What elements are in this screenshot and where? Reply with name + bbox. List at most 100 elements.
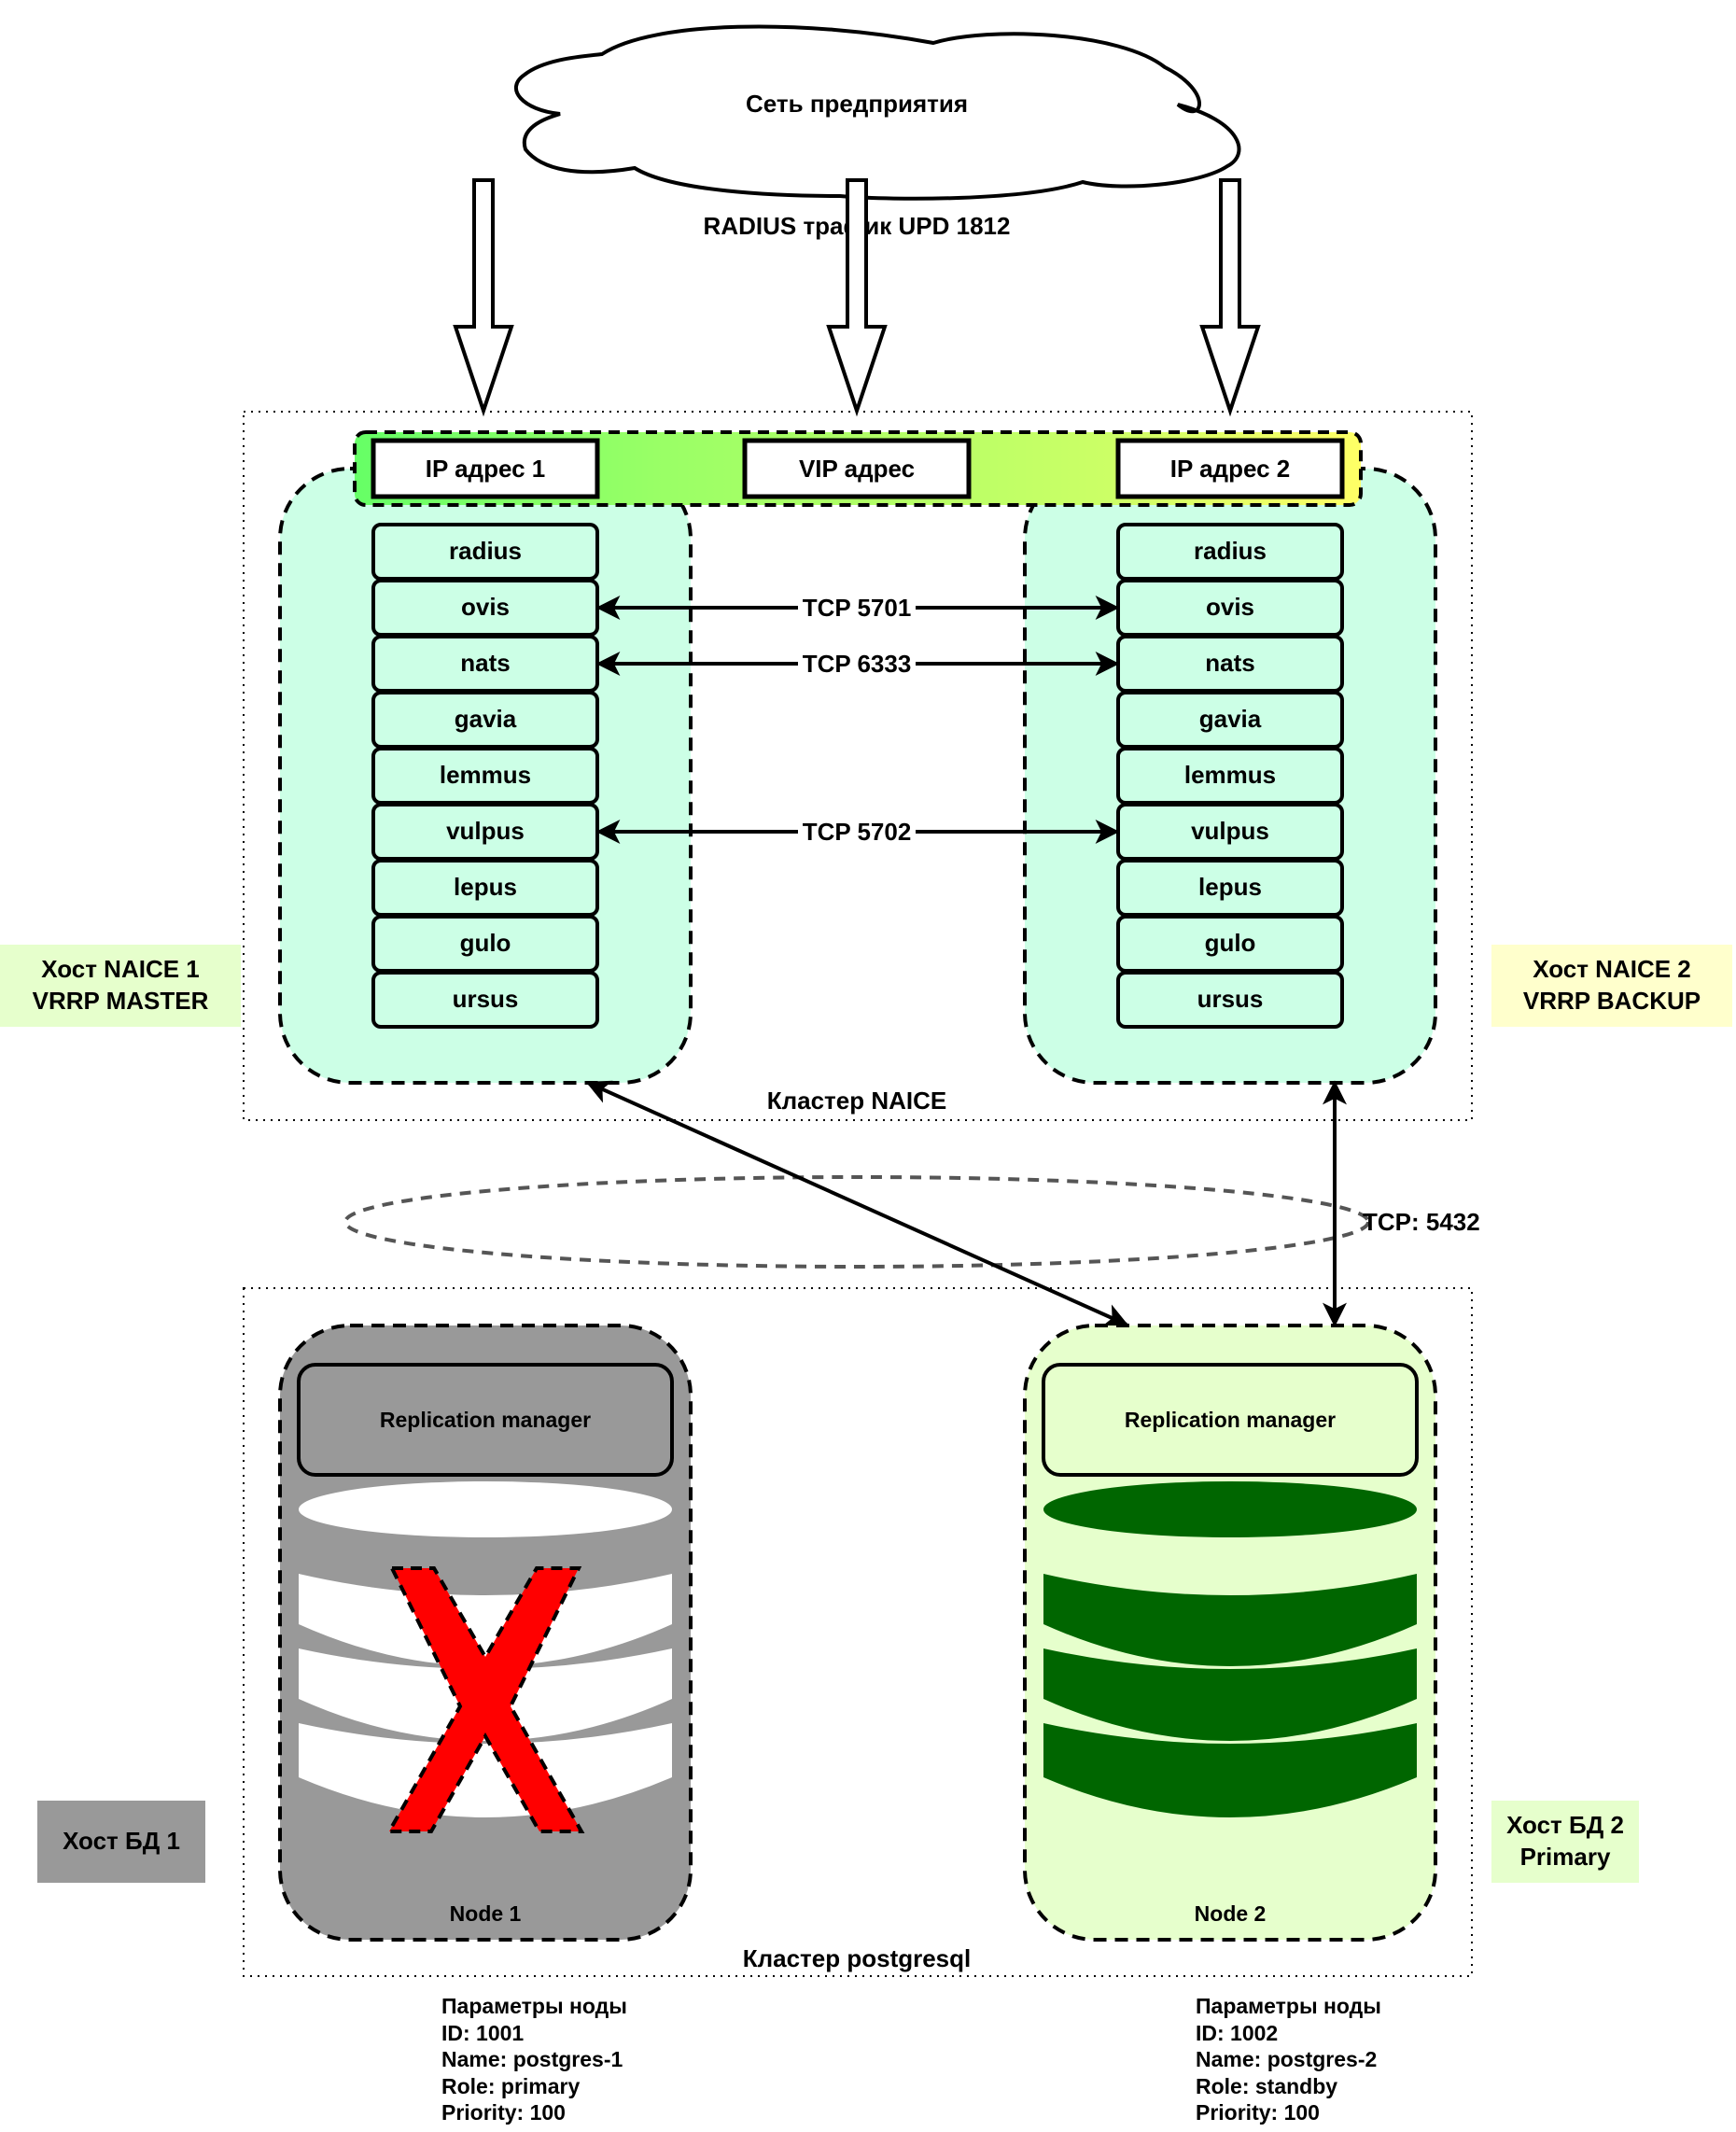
service-ovis-host-2[interactable]: ovis: [1116, 579, 1344, 637]
naice-host-2-name: Хост NAICE 2: [1533, 955, 1691, 984]
postgres-cluster-boundary: [243, 1287, 1473, 1977]
ip-address-box[interactable]: IP адрес 2: [1115, 438, 1345, 499]
naice-host-1-badge: Хост NAICE 1 VRRP MASTER: [0, 945, 241, 1027]
link-label-bg: [798, 817, 916, 847]
service-gavia-host-1[interactable]: gavia: [371, 691, 599, 749]
naice-host-1-name: Хост NAICE 1: [41, 955, 200, 984]
service-ursus-host-1[interactable]: ursus: [371, 971, 599, 1029]
service-label: nats: [1205, 649, 1254, 677]
service-label: vulpus: [1191, 817, 1269, 845]
naice-host-1-role: VRRP MASTER: [32, 987, 209, 1015]
ip-address-label: IP адрес 2: [1170, 455, 1290, 483]
service-lemmus-host-2[interactable]: lemmus: [1116, 747, 1344, 805]
postgres-node-1: Replication manager Node 1: [278, 1324, 693, 1942]
service-nats-host-1[interactable]: nats: [371, 635, 599, 693]
database-icon: [1043, 1481, 1417, 1817]
node-1-replication-manager-label: Replication manager: [380, 1408, 591, 1432]
db-link-label: TCP: 5432: [1363, 1208, 1480, 1236]
db-host-2-name: Хост БД 2: [1506, 1811, 1624, 1840]
postgres-cluster-label: Кластер postgresql: [743, 1944, 972, 1972]
service-ovis-host-1[interactable]: ovis: [371, 579, 599, 637]
node-2-param: Name: postgres-2: [1196, 2047, 1378, 2071]
node-1-param: Name: postgres-1: [441, 2047, 623, 2071]
service-label: radius: [449, 537, 522, 565]
service-label: ovis: [1206, 593, 1254, 621]
ip-address-frame: [742, 438, 972, 499]
cloud-icon: [513, 24, 1241, 201]
service-gavia-host-2[interactable]: gavia: [1116, 691, 1344, 749]
service-label: lepus: [454, 873, 517, 901]
cloud-label: Сеть предприятия: [746, 90, 968, 118]
service-box: [1116, 971, 1344, 1029]
service-lemmus-host-1[interactable]: lemmus: [371, 747, 599, 805]
link-label-bg: [798, 593, 916, 623]
naice1-to-node2-link[interactable]: [585, 1080, 1129, 1327]
node-2-replication-manager[interactable]: [1042, 1363, 1419, 1477]
failure-x-icon: [385, 1566, 585, 1833]
node-1-param: Role: primary: [441, 2073, 581, 2098]
node-2-label: Node 2: [1195, 1901, 1267, 1926]
link-nats[interactable]: TCP 6333: [595, 649, 1120, 679]
node-2-param: ID: 1002: [1196, 2020, 1279, 2045]
naice-host-2-badge: Хост NAICE 2 VRRP BACKUP: [1491, 945, 1732, 1027]
service-vulpus-host-2[interactable]: vulpus: [1116, 803, 1344, 861]
service-label: vulpus: [446, 817, 525, 845]
db-connection-group: [343, 1175, 1370, 1269]
service-ursus-host-2[interactable]: ursus: [1116, 971, 1344, 1029]
service-label: gulo: [460, 929, 511, 957]
ip-address-box[interactable]: VIP адрес: [742, 438, 972, 499]
service-label: gavia: [455, 705, 517, 733]
service-label: radius: [1194, 537, 1267, 565]
service-radius-host-2[interactable]: radius: [1116, 523, 1344, 581]
service-label: ursus: [1197, 985, 1264, 1013]
service-box: [371, 971, 599, 1029]
ip-address-label: VIP адрес: [799, 455, 915, 483]
node-1-param: Priority: 100: [441, 2100, 566, 2125]
ip-address-frame: [371, 438, 600, 499]
service-label: lemmus: [1184, 761, 1276, 789]
postgres-node-2: Replication manager Node 2: [1023, 1324, 1437, 1942]
node-2-param: Role: standby: [1196, 2073, 1338, 2098]
ip-address-label: IP адрес 1: [426, 455, 545, 483]
link-label: TCP 5701: [803, 594, 912, 622]
node-2-replication-manager-label: Replication manager: [1125, 1408, 1336, 1432]
node-1-param: ID: 1001: [441, 2020, 525, 2045]
down-arrow-icon: [453, 178, 514, 417]
node-2-params: Параметры ноды ID: 1002 Name: postgres-2…: [1196, 1993, 1381, 2126]
db-host-2-role: Primary: [1519, 1843, 1611, 1871]
service-vulpus-host-1[interactable]: vulpus: [371, 803, 599, 861]
ip-address-box[interactable]: IP адрес 1: [371, 438, 600, 499]
node-1-replication-manager[interactable]: [297, 1363, 674, 1477]
service-label: ovis: [461, 593, 510, 621]
link-vulpus[interactable]: TCP 5702: [595, 817, 1120, 847]
service-lepus-host-2[interactable]: lepus: [1116, 859, 1344, 917]
service-lepus-host-1[interactable]: lepus: [371, 859, 599, 917]
down-arrow-icon: [1199, 178, 1261, 417]
db-host-1-name: Хост БД 1: [63, 1827, 180, 1856]
service-label: lepus: [1198, 873, 1262, 901]
service-label: gavia: [1199, 705, 1262, 733]
service-gulo-host-2[interactable]: gulo: [1116, 915, 1344, 973]
enterprise-network-cloud: Сеть предприятия: [513, 24, 1241, 201]
db-host-1-badge: Хост БД 1: [37, 1801, 205, 1883]
node-2-params-title: Параметры ноды: [1196, 1994, 1381, 2018]
service-radius-host-1[interactable]: radius: [371, 523, 599, 581]
db-host-2-badge: Хост БД 2 Primary: [1491, 1801, 1639, 1883]
naice-cluster-label: Кластер NAICE: [767, 1087, 947, 1115]
service-label: nats: [460, 649, 510, 677]
traffic-arrows: [453, 178, 1261, 417]
node-1-params-title: Параметры ноды: [441, 1994, 627, 2018]
naice-host-2-role: VRRP BACKUP: [1522, 987, 1701, 1015]
service-gulo-host-1[interactable]: gulo: [371, 915, 599, 973]
service-nats-host-2[interactable]: nats: [1116, 635, 1344, 693]
link-label: TCP 5702: [803, 818, 912, 846]
link-label: TCP 6333: [803, 650, 912, 678]
node-1-params: Параметры ноды ID: 1001 Name: postgres-1…: [441, 1993, 627, 2126]
down-arrow-icon: [826, 178, 888, 417]
service-label: gulo: [1205, 929, 1256, 957]
service-label: lemmus: [440, 761, 531, 789]
link-label-bg: [798, 649, 916, 679]
service-label: ursus: [453, 985, 519, 1013]
link-ovis[interactable]: TCP 5701: [595, 593, 1120, 623]
